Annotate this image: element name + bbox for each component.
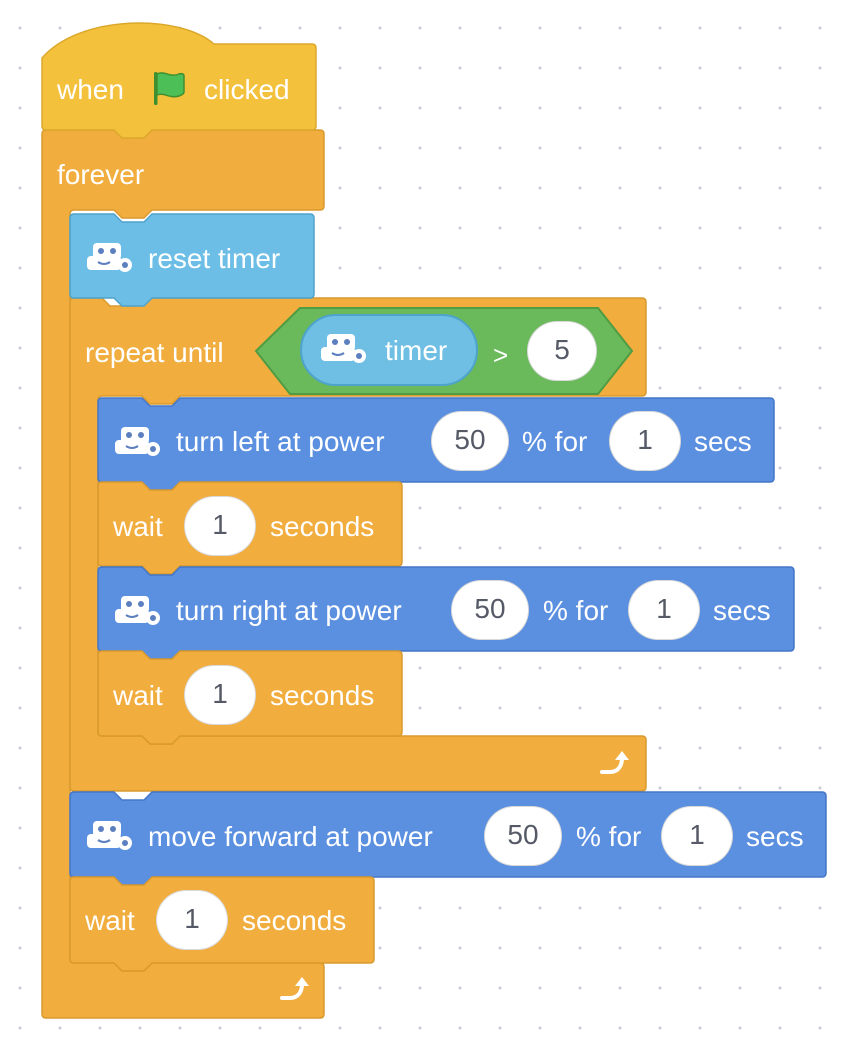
forever-label: forever <box>57 159 145 190</box>
turn-left-label: turn left at power <box>176 426 385 457</box>
condition-value-input[interactable]: 5 <box>527 321 597 381</box>
wait-unit-label: seconds <box>270 680 375 711</box>
move-forward-power-input[interactable]: 50 <box>484 806 562 866</box>
wait-unit-label: seconds <box>242 905 347 936</box>
wait-unit-label: seconds <box>270 511 375 542</box>
timer-reporter-label: timer <box>385 335 448 366</box>
robot-icon <box>112 424 164 460</box>
wait-label: wait <box>85 905 135 936</box>
turn-right-power-input[interactable]: 50 <box>451 580 529 640</box>
robot-icon <box>318 331 370 367</box>
move-forward-mid-label: % for <box>576 821 642 852</box>
repeat-until-label: repeat until <box>85 337 224 368</box>
hat-clicked-label: clicked <box>204 74 290 105</box>
move-forward-duration-input[interactable]: 1 <box>661 806 733 866</box>
wait-label: wait <box>113 680 163 711</box>
reset-timer-label: reset timer <box>148 243 281 274</box>
move-forward-label: move forward at power <box>148 821 433 852</box>
turn-right-unit-label: secs <box>713 595 771 626</box>
wait-label: wait <box>113 511 163 542</box>
green-flag-icon <box>149 68 189 108</box>
loop-arrow-icon <box>596 746 630 780</box>
wait-seconds-input[interactable]: 1 <box>184 665 256 725</box>
hat-when-label: when <box>57 74 124 105</box>
turn-left-mid-label: % for <box>522 426 588 457</box>
turn-right-mid-label: % for <box>543 595 609 626</box>
robot-icon <box>84 240 136 276</box>
move-forward-block <box>69 791 827 886</box>
turn-left-power-input[interactable]: 50 <box>431 411 509 471</box>
greater-than-sign: > <box>493 340 509 370</box>
move-forward-unit-label: secs <box>746 821 804 852</box>
turn-left-duration-input[interactable]: 1 <box>609 411 681 471</box>
wait-seconds-input[interactable]: 1 <box>156 890 228 950</box>
robot-icon <box>112 593 164 629</box>
reset-timer-block <box>69 213 315 307</box>
wait-seconds-input[interactable]: 1 <box>184 496 256 556</box>
turn-left-unit-label: secs <box>694 426 752 457</box>
turn-right-duration-input[interactable]: 1 <box>628 580 700 640</box>
turn-right-block <box>97 566 795 660</box>
turn-right-label: turn right at power <box>176 595 402 626</box>
robot-icon <box>84 818 136 854</box>
loop-arrow-icon <box>276 972 310 1006</box>
